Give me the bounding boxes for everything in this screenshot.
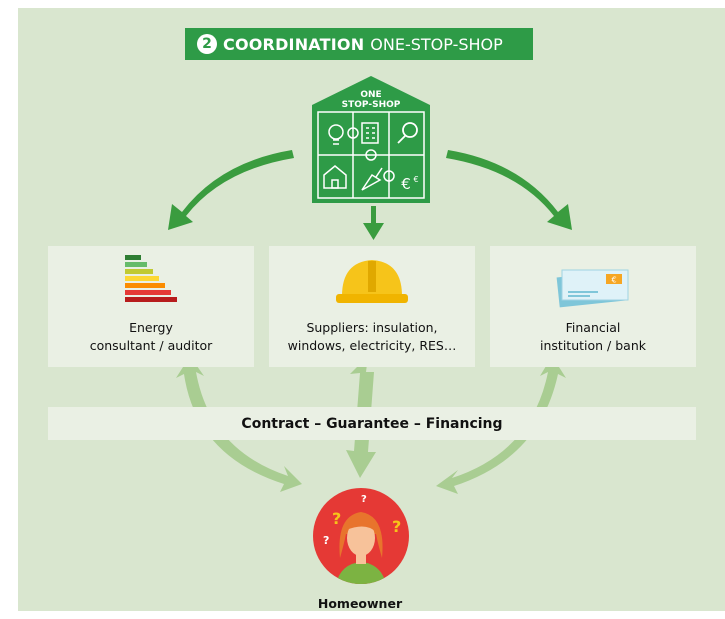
actor-box-suppliers: Suppliers: insulation, windows, electric… [269,246,475,367]
actor-label-bank: Financial institution / bank [540,320,646,353]
building-icon [361,122,379,144]
cheque-icon: € [556,269,629,308]
trowel-icon [361,167,383,191]
hub-label-line2: STOP-SHOP [342,100,401,110]
arrow-bank-homeowner [436,356,566,494]
svg-text:?: ? [332,509,341,528]
hard-hat-icon [336,260,408,303]
contract-band: Contract – Guarantee – Financing [48,407,696,440]
one-stop-shop-hub: ONE STOP-SHOP [312,76,430,203]
header-title-light: ONE-STOP-SHOP [370,34,503,54]
hub-arrows [168,150,572,240]
svg-text:€: € [401,175,411,193]
actor-label-suppliers: Suppliers: insulation, windows, electric… [287,320,457,353]
euro-icon: € € [401,175,418,193]
person-icon: ? ? ? ? [313,488,409,584]
hub-label-line1: ONE [360,90,381,100]
lightbulb-icon [328,124,344,145]
homeowner-label: Homeowner [317,596,403,611]
svg-text:€: € [413,175,418,184]
actor-box-energy: Energy consultant / auditor [48,246,254,367]
arrow-energy-homeowner [176,356,302,492]
arrow-to-energy [168,150,294,230]
arrow-to-bank [446,150,572,230]
header-banner: 2 COORDINATION ONE-STOP-SHOP [185,28,533,60]
actor-box-bank: € Financial institution / bank [490,246,696,367]
house-icon [323,165,347,189]
energy-label-icon [125,255,177,302]
arrow-to-suppliers [363,206,384,240]
magnifier-icon [397,122,418,144]
svg-text:?: ? [392,517,401,536]
cheque-euro-symbol: € [611,276,616,285]
header-title-bold: COORDINATION [223,34,365,54]
svg-text:?: ? [361,494,367,505]
step-number-badge: 2 [197,34,217,54]
svg-text:?: ? [323,534,329,547]
actor-label-energy: Energy consultant / auditor [89,320,213,353]
